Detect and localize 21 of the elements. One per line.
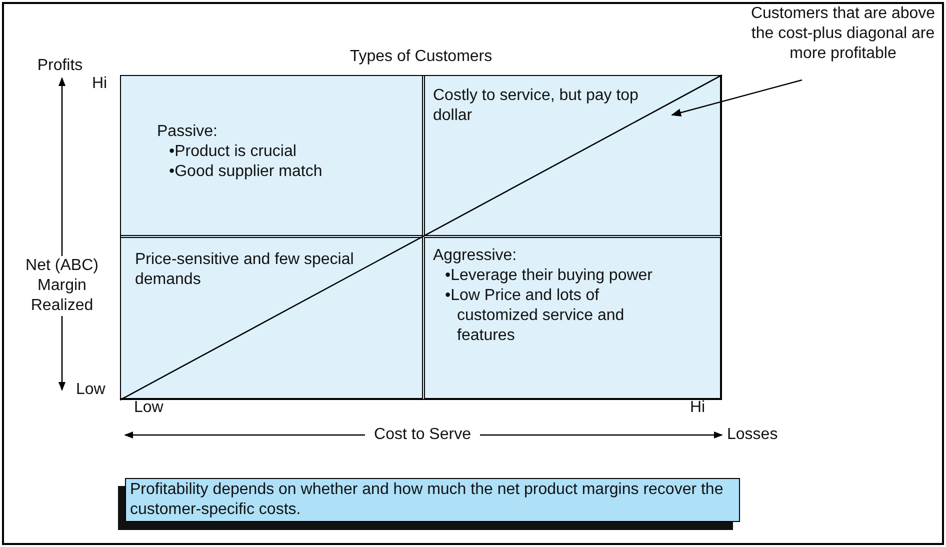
quadrant-cell — [120, 75, 423, 236]
bullet-item: •Good supplier match — [169, 162, 324, 182]
matrix-title: Types of Customers — [348, 47, 494, 67]
quadrant-cell — [424, 237, 721, 399]
quadrant-text: Price-sensitive and few special demands — [135, 250, 355, 290]
quadrant-heading: Aggressive: — [433, 246, 518, 266]
bullet-item: •Product is crucial — [169, 142, 298, 162]
leader-line — [671, 79, 802, 117]
bullet-item: •Leverage their buying power — [445, 266, 654, 286]
quadrant-text: Costly to service, but pay top dollar — [433, 86, 640, 126]
quadrant-cell — [424, 75, 721, 236]
bullet-item: •Low Price and lots of customized service and features — [445, 286, 626, 346]
axis-label: Low — [76, 380, 106, 400]
axis-label: Losses — [727, 425, 779, 445]
axis-label: Hi — [92, 74, 108, 94]
quadrant-heading: Passive: — [157, 122, 218, 142]
note-box: Profitability depends on whether and how much the net product margins recover the customer-specific costs. — [125, 478, 740, 522]
axis-label: Hi — [690, 398, 706, 418]
axis-label: Low — [134, 398, 164, 418]
quadrant-cell — [120, 237, 423, 399]
callout-text: Customers that are above the cost-plus diagonal are more profitable — [748, 4, 938, 64]
